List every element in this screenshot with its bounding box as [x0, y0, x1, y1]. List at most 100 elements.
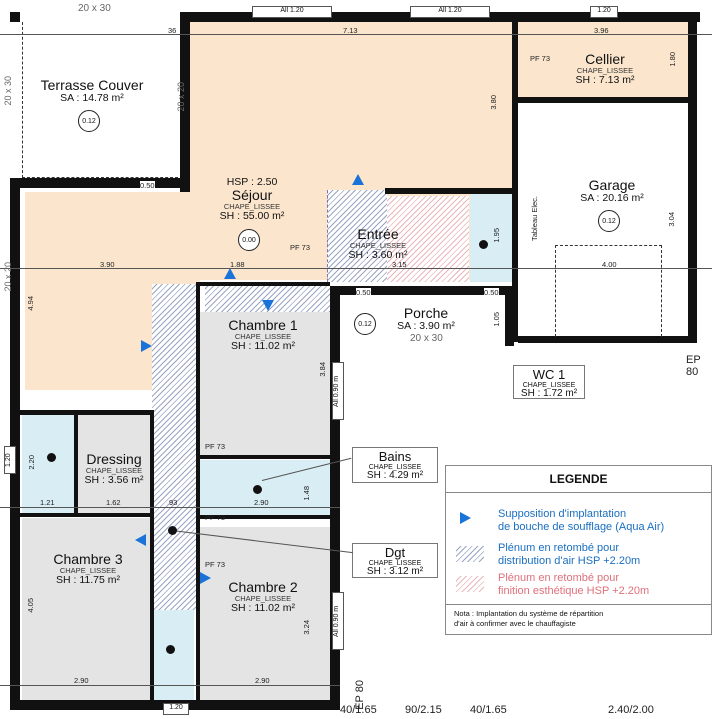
room-finish: CHAPE_LISSEE: [59, 565, 117, 575]
room-area: SA : 3.90 m²: [397, 319, 455, 332]
room-name: Porche: [403, 305, 449, 321]
room-finish: CHAPE_LISSEE: [522, 381, 576, 389]
room-finish: CHAPE_LISSEE: [368, 463, 422, 471]
legend-note: d'air à confirmer avec le chauffagiste: [454, 618, 576, 628]
door-label: PF 73: [205, 560, 226, 569]
room-area: SH : 4.29 m²: [366, 469, 424, 481]
dimension: 0.50: [356, 288, 371, 297]
wall: [330, 286, 340, 710]
legend-title: LEGENDE: [446, 466, 711, 493]
air-outlet-icon: [135, 534, 146, 546]
room-name: Terrasse Couver: [40, 77, 144, 93]
dressing: [78, 415, 150, 515]
room-label-dressing: Dressing CHAPE_LISSEE SH : 3.56 m²: [85, 452, 144, 486]
room-name: Dgt: [384, 545, 406, 560]
door-label: PF 73: [530, 54, 551, 63]
dimension: 3.04: [667, 212, 676, 227]
dimension: 2.90: [74, 676, 89, 685]
room-finish: CHAPE_LISSEE: [85, 465, 143, 475]
dimension-line: [0, 268, 712, 269]
dimension: 3.96: [594, 26, 609, 35]
room-area: SH : 1.72 m²: [520, 387, 578, 399]
garage-door: [555, 245, 662, 337]
dimension: 0.50: [484, 288, 499, 297]
dimension: 2.90: [254, 498, 269, 507]
room-name: Entrée: [357, 226, 399, 242]
room-area: SH : 55.00 m²: [219, 209, 285, 222]
room-name: Garage: [588, 177, 636, 193]
extraction-point: [166, 645, 175, 654]
room-name: WC 1: [532, 367, 566, 382]
room-name: Chambre 2: [228, 579, 298, 595]
window: 1.20: [590, 6, 618, 18]
callout-dgt: Dgt CHAPE_LISSEE SH : 3.12 m²: [352, 543, 438, 578]
beam-label: 20 x 30: [78, 3, 111, 14]
air-outlet-icon: [141, 340, 152, 352]
room-area: SA : 14.78 m²: [60, 91, 124, 104]
entree: [327, 190, 387, 282]
level-marker: 0.12: [78, 110, 100, 132]
dimension: 4.94: [26, 296, 35, 311]
dimension: 93: [169, 498, 178, 507]
legend-text: finition esthétique HSP +2.20m: [498, 585, 650, 598]
hsp: HSP : 2.50: [226, 176, 278, 188]
air-outlet-icon: [200, 572, 211, 584]
beam-label: 20 x 30: [3, 76, 13, 106]
wall: [517, 97, 689, 103]
room-name: Dressing: [86, 451, 142, 467]
wall: [385, 188, 515, 194]
room-label-terrasse: Terrasse Couver SA : 14.78 m²: [41, 78, 144, 104]
room-finish: CHAPE_LISSEE: [368, 559, 422, 567]
dimension: 7.13: [343, 26, 358, 35]
room-finish: CHAPE_LISSEE: [234, 593, 292, 603]
room-area: SH : 7.13 m²: [575, 73, 635, 86]
wc-bottom: [154, 610, 194, 700]
room-area: SH : 11.02 m²: [230, 339, 295, 352]
dimension-line: [0, 685, 340, 686]
legend-text: distribution d'air HSP +2.20m: [498, 555, 641, 568]
window: All 0.90 m: [332, 592, 344, 650]
room-label-entree: Entrée CHAPE_LISSEE SH : 3.60 m²: [349, 227, 408, 261]
dimension: 3.15: [392, 260, 407, 269]
wall: [10, 12, 20, 22]
beam-label: 20 x 20: [3, 262, 13, 292]
room-area: SH : 3.60 m²: [348, 248, 408, 261]
wall: [20, 410, 154, 415]
legend-text: Plénum en retombé pour: [498, 542, 620, 554]
panel-label: Tableau Elec.: [530, 196, 539, 242]
room-label-garage: Garage SA : 20.16 m²: [580, 178, 644, 204]
air-outlet-icon: [224, 268, 236, 279]
beam-label: 20 x 20: [176, 82, 186, 112]
door-label: PF 73: [205, 442, 226, 451]
room-name: Bains: [378, 449, 412, 464]
dimension: 0.50: [140, 181, 155, 190]
extraction-point: [479, 240, 488, 249]
dimension: 36: [168, 26, 177, 35]
dimension: 3.80: [489, 95, 498, 110]
wall: [196, 515, 332, 519]
bottom-label: 90/2.15: [405, 704, 442, 716]
extraction-point: [253, 485, 262, 494]
room-label-chambre1: Chambre 1 CHAPE_LISSEE SH : 11.02 m²: [228, 318, 297, 352]
chambre1: [197, 312, 330, 455]
dimension: 3.24: [302, 620, 311, 635]
dimension-line: [0, 34, 712, 35]
room-label-cellier: Cellier CHAPE_LISSEE SH : 7.13 m²: [576, 52, 635, 86]
room-label-chambre2: Chambre 2 CHAPE_LISSEE SH : 11.02 m²: [228, 580, 297, 614]
window: All 1.20: [252, 6, 332, 18]
door-label: PF 73: [290, 243, 311, 252]
dimension-line: [0, 507, 340, 508]
room-label-sejour: HSP : 2.50 Séjour CHAPE_LISSEE SH : 55.0…: [219, 176, 285, 222]
bottom-label: 40/1.65: [340, 704, 377, 716]
door-label: PF 73: [205, 513, 226, 522]
callout-bains: Bains CHAPE_LISSEE SH : 4.29 m²: [352, 447, 438, 483]
wall: [10, 178, 190, 188]
dimension: 3.84: [318, 362, 327, 377]
extraction-point: [168, 526, 177, 535]
room-label-porche: Porche SA : 3.90 m²: [397, 306, 455, 332]
dimension: 1.05: [492, 312, 501, 327]
wall: [518, 336, 697, 343]
room-name: Cellier: [585, 51, 625, 67]
room-name: Séjour: [231, 187, 273, 204]
sdb-left: [22, 415, 76, 515]
